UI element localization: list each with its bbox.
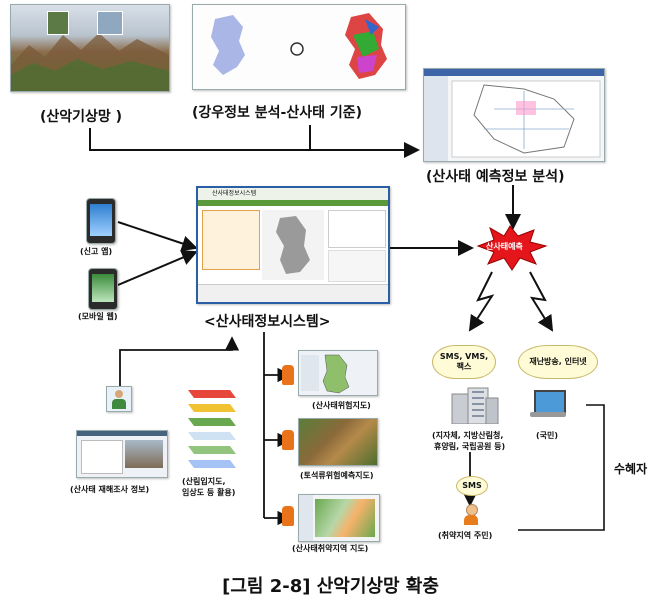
sms-bubble-text: SMS xyxy=(462,481,482,490)
system-bottom-panel xyxy=(328,250,386,282)
hydrant-icon-1 xyxy=(282,365,294,385)
debris-map-label: (토석류위험예측지도) xyxy=(300,471,374,480)
risk-map-image xyxy=(298,350,378,396)
resident-body xyxy=(464,515,478,525)
building-svg xyxy=(451,387,499,424)
vuln-map-area xyxy=(315,499,375,537)
citizens-label: (국민) xyxy=(536,431,559,440)
sms-cloud-line-2: 팩스 xyxy=(456,362,472,371)
sms-bubble: SMS xyxy=(456,476,488,496)
risk-map-label: (산사태위험지도) xyxy=(312,401,371,410)
rain-analysis-label: (강우정보 분석-산사태 기준) xyxy=(192,105,363,121)
map-layers-icon xyxy=(188,390,236,468)
vuln-map-image xyxy=(298,494,380,542)
window-sidebar xyxy=(424,76,448,161)
report-app-image xyxy=(86,198,116,244)
broadcast-cloud: 재난방송, 인터넷 xyxy=(518,345,598,379)
mountain-ridge-icon xyxy=(11,33,169,91)
mobile-web-label: (모바일 웹) xyxy=(78,312,118,321)
debris-map-image xyxy=(298,418,378,466)
disaster-survey-image xyxy=(76,430,168,478)
beneficiary-label: 수혜자 xyxy=(614,462,648,476)
agency-building-icon xyxy=(450,386,500,424)
user-avatar-icon xyxy=(106,386,132,412)
korea-map-icon xyxy=(211,13,387,79)
arrow-app-to-system xyxy=(117,221,198,252)
system-korea-map-icon xyxy=(276,216,310,274)
survey-form xyxy=(81,440,123,474)
vuln-map-sidebar xyxy=(299,495,313,541)
forecast-grid-map-icon xyxy=(451,80,601,158)
disaster-survey-label: (산사태 재해조사 정보) xyxy=(70,485,150,494)
system-map-panel xyxy=(262,210,324,280)
lightning-left xyxy=(468,271,495,332)
residents-label: (취약지역 주민) xyxy=(438,531,493,540)
arrow-survey-to-system xyxy=(119,336,240,390)
figure-caption: [그림 2-8] 산악기상망 확충 xyxy=(222,576,439,597)
vuln-map-label: (산사태취약지역 지도) xyxy=(292,544,369,553)
mobile-screen xyxy=(92,274,114,302)
sms-vms-fax-cloud: SMS, VMS,팩스 xyxy=(432,345,496,379)
lightning-right xyxy=(529,271,554,332)
system-right-panel xyxy=(328,210,386,248)
laptop-icon xyxy=(530,390,566,420)
avatar-body xyxy=(112,399,126,409)
window-titlebar xyxy=(424,69,604,76)
forecast-analysis-label: (산사태 예측정보 분석) xyxy=(426,169,565,185)
forecast-analysis-image xyxy=(423,68,605,162)
station-photo-1 xyxy=(47,11,69,35)
mountain-weather-image xyxy=(10,4,170,92)
arrow-mobile-to-system xyxy=(117,250,198,286)
beneficiary-bracket xyxy=(518,404,605,531)
layer-stack-label-2: 임상도 등 활용) xyxy=(182,488,236,497)
layer-stack-image xyxy=(180,384,238,474)
laptop-screen xyxy=(534,390,566,414)
mobile-web-image xyxy=(88,268,118,310)
layer-stack-label-1: (산림입지도, xyxy=(182,477,226,486)
arrow-mountain-to-forecast xyxy=(89,128,420,158)
rain-analysis-image xyxy=(192,4,406,90)
sms-cloud-line-1: SMS, VMS, xyxy=(439,352,489,361)
alert-label: 산사태예측 xyxy=(486,242,523,251)
resident-icon xyxy=(462,504,480,526)
broadcast-cloud-text: 재난방송, 인터넷 xyxy=(529,357,587,366)
station-photo-2 xyxy=(97,11,123,35)
system-footer xyxy=(198,284,388,302)
hydrant-icon-3 xyxy=(282,506,294,526)
app-screen xyxy=(90,204,112,236)
landslide-system-label: <산사태정보시스템> xyxy=(204,314,331,330)
laptop-base xyxy=(530,412,566,417)
risk-map-korea-icon xyxy=(301,354,350,394)
system-left-panel xyxy=(202,210,260,270)
mountain-weather-label: (산악기상망 ) xyxy=(40,109,123,125)
agencies-label-1: (지자체, 지방산림청, xyxy=(432,431,504,440)
report-app-label: (신고 앱) xyxy=(80,247,113,256)
hydrant-icon-2 xyxy=(282,430,294,450)
survey-titlebar xyxy=(77,431,167,436)
avatar-head xyxy=(115,390,123,398)
system-nav xyxy=(198,200,388,206)
survey-photo xyxy=(125,440,163,468)
agencies-label-2: 휴양림, 국립공원 등) xyxy=(434,442,506,451)
landslide-system-image: 산사태정보시스템 xyxy=(196,186,390,304)
